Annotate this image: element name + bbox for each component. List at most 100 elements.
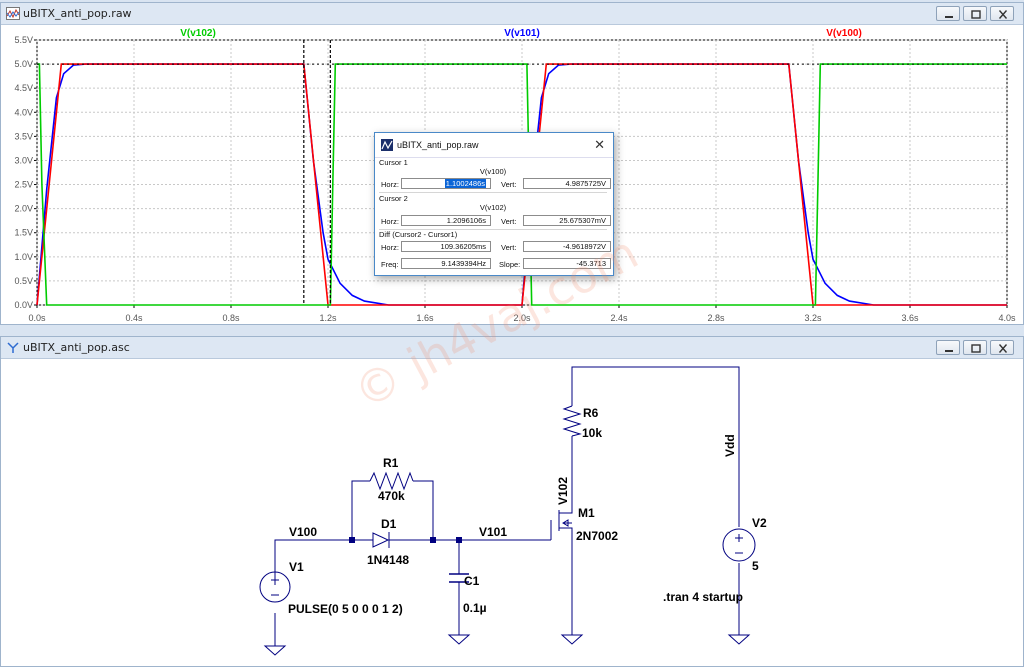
waveform-minimize-button[interactable]: [936, 6, 960, 21]
v1-value: PULSE(0 5 0 0 0 1 2): [288, 602, 403, 616]
spice-directive[interactable]: .tran 4 startup: [663, 590, 743, 604]
r6-value: 10k: [582, 426, 602, 440]
cursor2-vert-field[interactable]: 25.675307mV: [523, 215, 611, 226]
cursor1-vert-label: Vert:: [501, 180, 517, 189]
waveform-restore-button[interactable]: [963, 6, 987, 21]
x-tick-label: 2.4s: [610, 313, 628, 323]
x-tick-label: 1.6s: [416, 313, 434, 323]
x-tick-label: 3.2s: [804, 313, 822, 323]
v101-net-label: V101: [479, 525, 507, 539]
waveform-close-button[interactable]: [990, 6, 1014, 21]
y-axis-labels: 5.5V 5.0V 4.5V 4.0V 3.5V 3.0V 2.5V 2.0V 1.5V 1.0V…: [14, 35, 33, 310]
trace-label-vv101: V(v101): [504, 28, 540, 39]
v102-net-label: V102: [556, 477, 570, 505]
y-tick-label: 3.5V: [14, 131, 33, 141]
ground-symbols: [263, 634, 751, 656]
v2-value: 5: [752, 559, 759, 573]
cursor2-vert-label: Vert:: [501, 217, 517, 226]
waveform-file-icon: [6, 7, 20, 20]
diff-vert-field[interactable]: -4.9618972V: [523, 241, 611, 252]
close-icon[interactable]: ✕: [594, 137, 605, 152]
y-tick-label: 5.0V: [14, 59, 33, 69]
trace-label-vv100: V(v100): [826, 28, 862, 39]
y-tick-label: 4.5V: [14, 83, 33, 93]
y-tick-label: 0.5V: [14, 276, 33, 286]
divider: [379, 192, 607, 193]
junction-dots: [349, 537, 462, 543]
diff-horz-field[interactable]: 109.36205ms: [401, 241, 491, 252]
y-tick-label: 0.0V: [14, 300, 33, 310]
diff-horz-label: Horz:: [381, 243, 399, 252]
y-tick-label: 5.5V: [14, 35, 33, 45]
waveform-titlebar[interactable]: uBITX_anti_pop.raw: [1, 3, 1023, 25]
m1-mosfet[interactable]: [562, 519, 569, 527]
cursor2-label: Cursor 2: [379, 194, 408, 203]
diff-label: Diff (Cursor2 - Cursor1): [379, 230, 458, 239]
c1-capacitor[interactable]: [449, 573, 469, 583]
x-tick-label: 0.4s: [125, 313, 143, 323]
divider: [379, 229, 607, 230]
y-tick-label: 4.0V: [14, 107, 33, 117]
schematic-window: uBITX_anti_pop.asc: [0, 336, 1024, 667]
x-tick-label: 2.8s: [707, 313, 725, 323]
schematic-close-button[interactable]: [990, 340, 1014, 355]
x-tick-label: 3.6s: [901, 313, 919, 323]
y-tick-label: 3.0V: [14, 155, 33, 165]
cursor2-trace: V(v102): [479, 203, 507, 212]
schematic-file-icon: [7, 342, 19, 353]
y-tick-label: 2.5V: [14, 180, 33, 190]
d1-diode[interactable]: [372, 532, 393, 548]
m1-name: M1: [578, 506, 595, 520]
trace-labels: V(v102) V(v101) V(v100): [180, 28, 862, 39]
slope-label: Slope:: [499, 260, 521, 269]
y-tick-label: 2.0V: [14, 204, 33, 214]
slope-field[interactable]: -45.3713: [523, 258, 611, 269]
v2-name: V2: [752, 516, 767, 530]
cursor-dialog: uBITX_anti_pop.raw ✕ Cursor 1 V(v100) Ho…: [374, 132, 614, 276]
freq-label: Freq:: [381, 260, 399, 269]
y-tick-label: 1.5V: [14, 228, 33, 238]
cursor-dialog-titlebar[interactable]: uBITX_anti_pop.raw ✕: [375, 133, 613, 158]
d1-name: D1: [381, 517, 397, 531]
x-tick-label: 0.0s: [28, 313, 46, 323]
cursor1-horz-field[interactable]: 1.1002486s: [401, 178, 491, 189]
x-tick-label: 4.0s: [998, 313, 1016, 323]
cursor2-horz-field[interactable]: 1.2096106s: [401, 215, 491, 226]
r6-name: R6: [583, 406, 599, 420]
schematic-wires: [274, 366, 740, 646]
x-tick-label: 0.8s: [222, 313, 240, 323]
diff-vert-label: Vert:: [501, 243, 517, 252]
x-axis-labels: 0.0s 0.4s 0.8s 1.2s 1.6s 2.0s 2.4s 2.8s 3.2s 3.6s…: [28, 313, 1016, 323]
schematic-canvas[interactable]: R1 470k D1 1N4148 V100 V101 C1 0.1µ V1 P…: [1, 337, 1023, 666]
schematic-restore-button[interactable]: [963, 340, 987, 355]
cursor1-horz-label: Horz:: [381, 180, 399, 189]
r6-resistor[interactable]: [562, 405, 582, 437]
v1-name: V1: [289, 560, 304, 574]
vdd-net-label: Vdd: [723, 434, 737, 457]
r1-value: 470k: [378, 489, 405, 503]
trace-label-vv102: V(v102): [180, 28, 216, 39]
v100-net-label: V100: [289, 525, 317, 539]
waveform-title: uBITX_anti_pop.raw: [23, 7, 132, 20]
y-tick-label: 1.0V: [14, 252, 33, 262]
cursor-dialog-icon: [381, 139, 393, 151]
v2-source[interactable]: [722, 528, 756, 562]
c1-value: 0.1µ: [463, 601, 487, 615]
c1-name: C1: [464, 574, 480, 588]
cursor1-trace: V(v100): [479, 167, 507, 176]
r1-name: R1: [383, 456, 399, 470]
cursor1-vert-field[interactable]: 4.9875725V: [523, 178, 611, 189]
x-tick-label: 2.0s: [513, 313, 531, 323]
r1-resistor[interactable]: [369, 471, 414, 491]
cursor-lines[interactable]: [37, 40, 1007, 305]
freq-field[interactable]: 9.1439394Hz: [401, 258, 491, 269]
x-tick-label: 1.2s: [319, 313, 337, 323]
cursor2-horz-label: Horz:: [381, 217, 399, 226]
trace-vv102: [37, 63, 1007, 306]
schematic-minimize-button[interactable]: [936, 340, 960, 355]
cursor-dialog-title: uBITX_anti_pop.raw: [397, 140, 479, 150]
d1-value: 1N4148: [367, 553, 409, 567]
cursor1-label: Cursor 1: [379, 158, 408, 167]
v1-source[interactable]: [259, 571, 291, 603]
schematic-titlebar[interactable]: uBITX_anti_pop.asc: [1, 337, 1023, 359]
